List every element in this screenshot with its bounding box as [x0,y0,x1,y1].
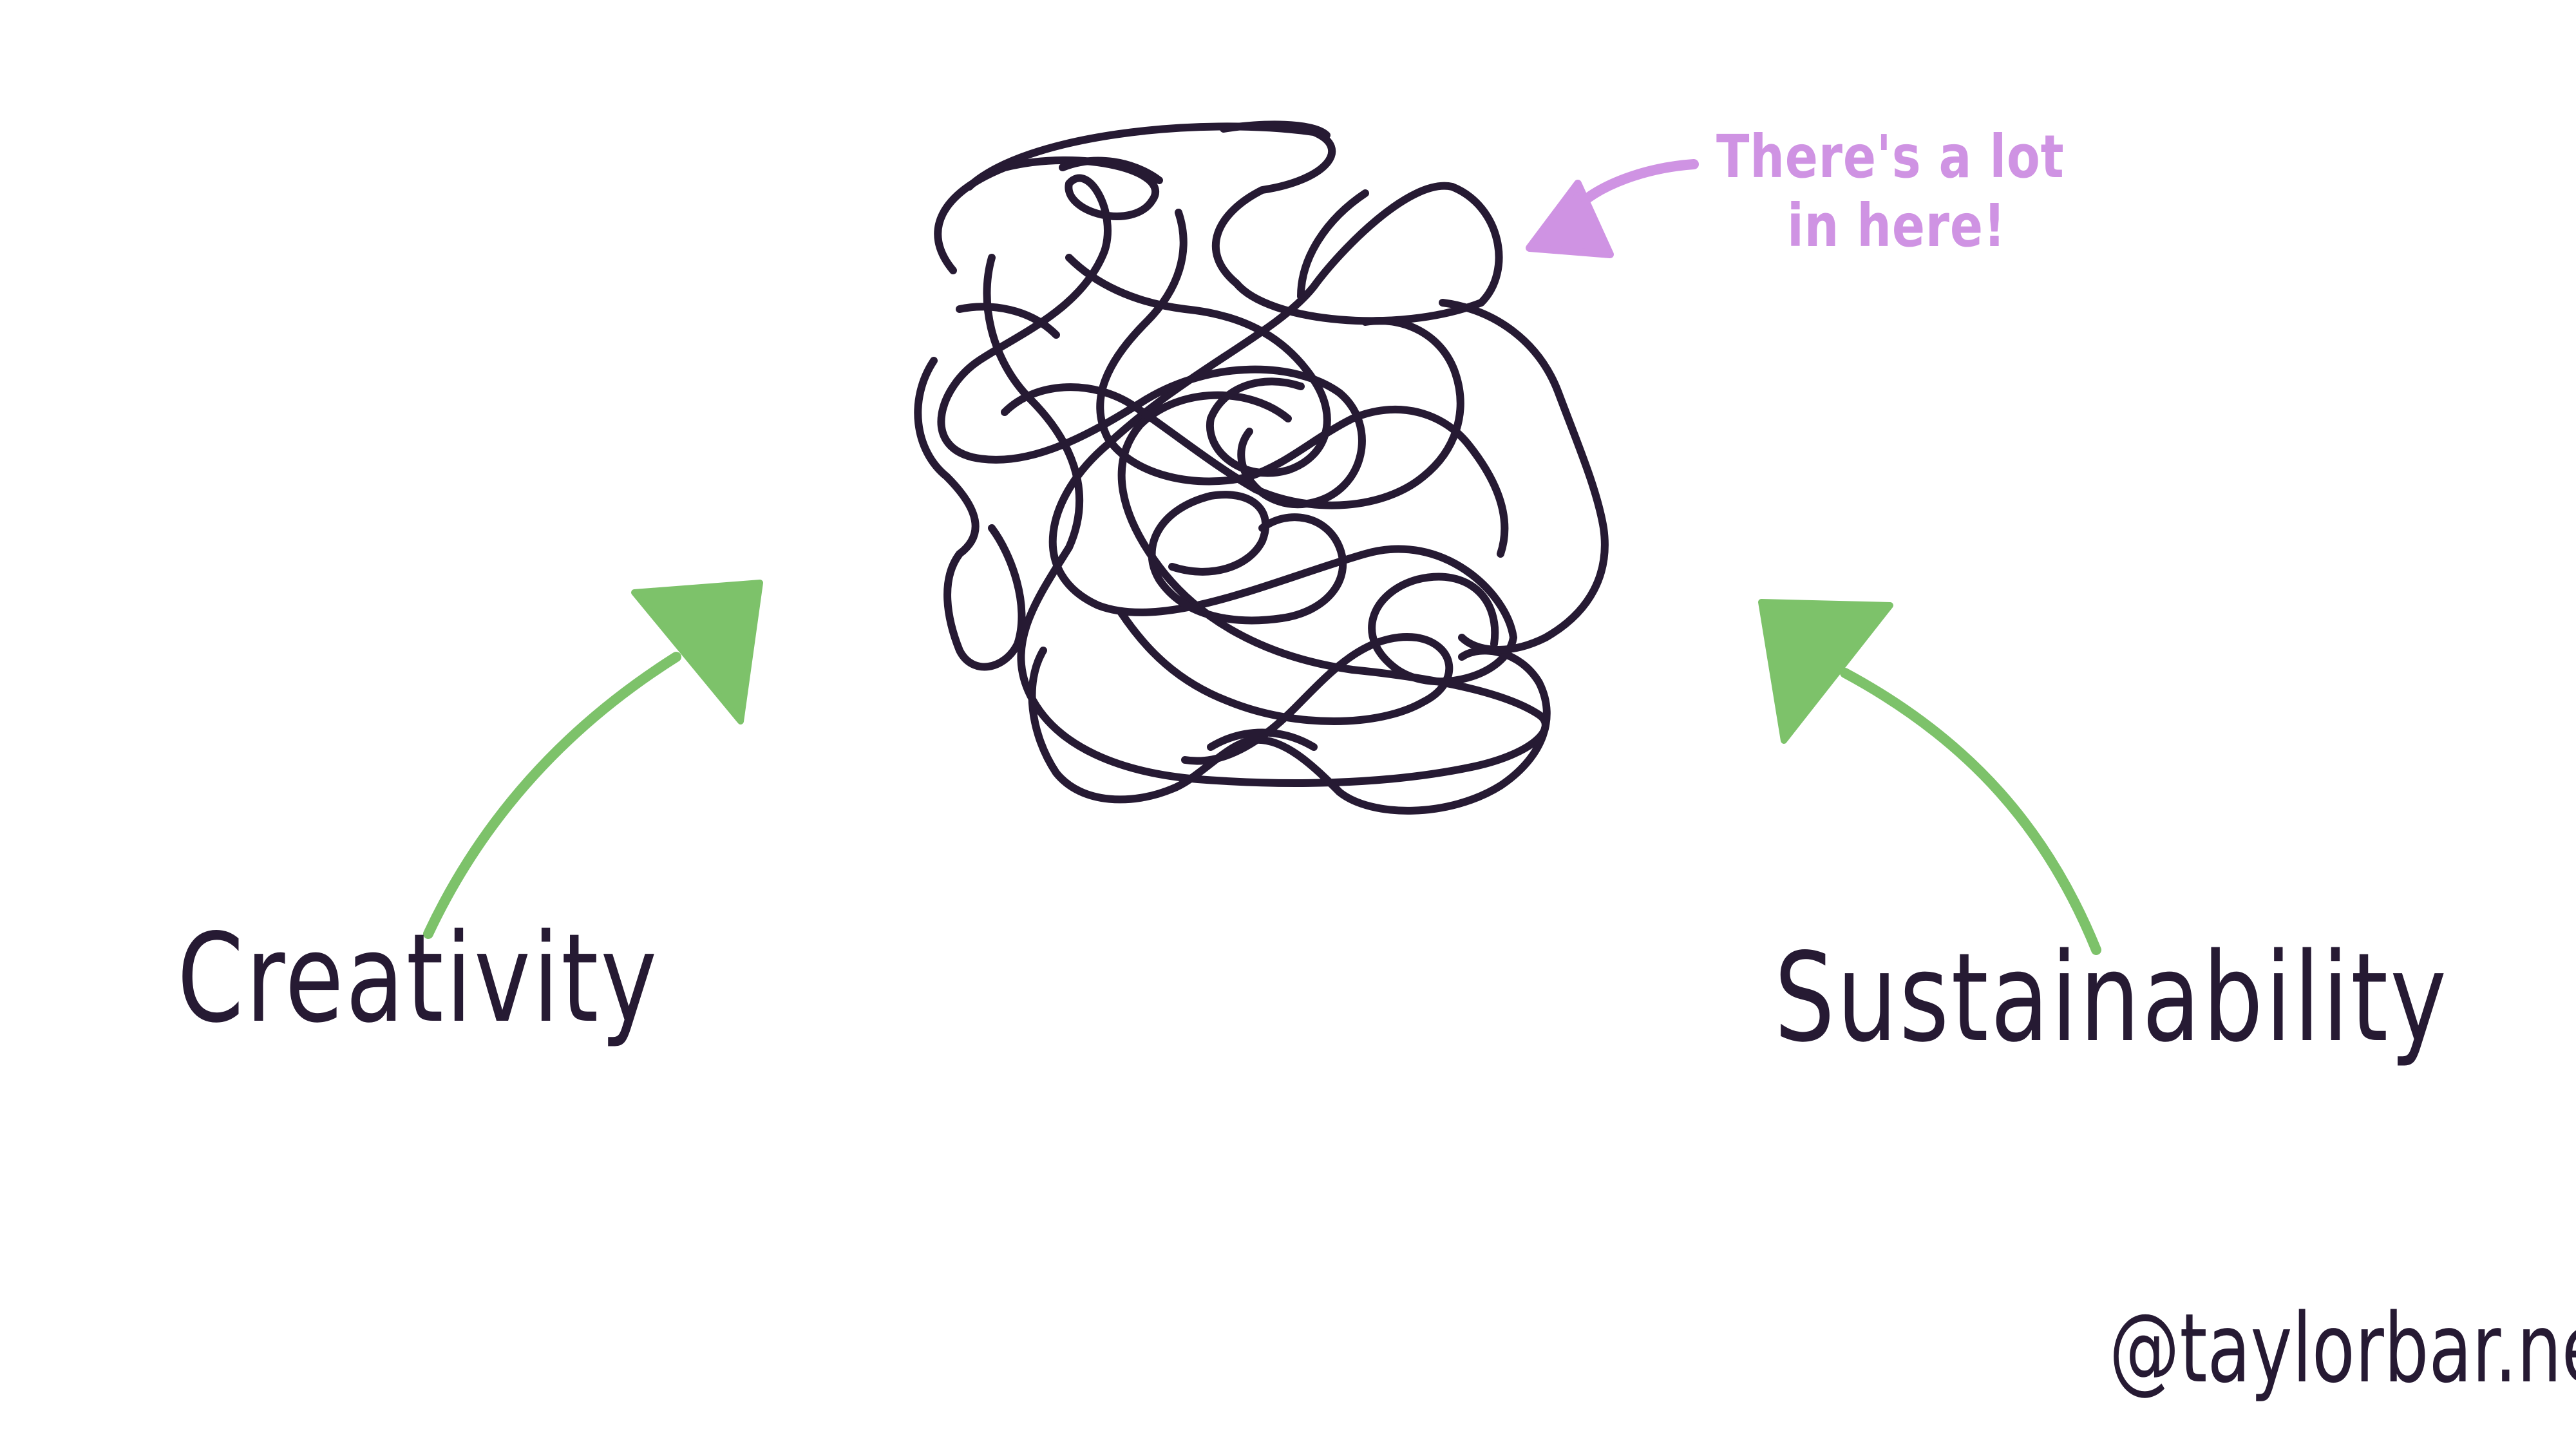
annotation-line-1: There's a lot [1716,122,2065,191]
credit-handle: @taylorbar.net [2109,1293,2576,1404]
annotation-line-2: in here! [1787,191,2007,260]
curved-arrow-up-left-icon [1758,599,2101,955]
creativity-label: Creativity [177,907,659,1050]
curved-arrow-left-icon [1526,159,1699,258]
scribble-tangle-icon [914,120,1609,815]
sustainability-label: Sustainability [1774,927,2449,1069]
curved-arrow-up-right-icon [423,580,763,939]
